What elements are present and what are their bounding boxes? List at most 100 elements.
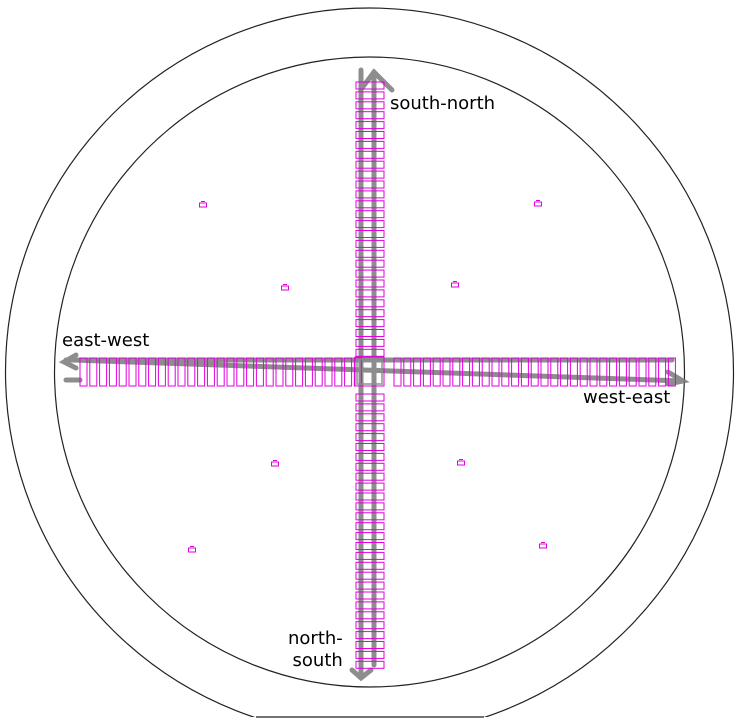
die-horizontal-east bbox=[413, 357, 422, 387]
die-vertical-south bbox=[355, 443, 385, 451]
die-vertical-south bbox=[355, 571, 385, 580]
die-vertical-south bbox=[355, 532, 385, 541]
die-vertical-north bbox=[355, 91, 385, 100]
die-horizontal-east bbox=[432, 357, 441, 387]
die-vertical-south bbox=[355, 581, 385, 590]
marker-die bbox=[457, 459, 465, 466]
west-east-arrow-line bbox=[69, 357, 686, 384]
die-vertical-south bbox=[355, 561, 385, 570]
label-north-south: north- south bbox=[288, 628, 343, 672]
die-horizontal-west bbox=[157, 357, 166, 387]
die-horizontal-west bbox=[304, 357, 313, 387]
die-horizontal-west bbox=[89, 357, 98, 387]
die-vertical-north bbox=[355, 230, 385, 238]
die-horizontal-east bbox=[530, 357, 539, 387]
die-vertical-north bbox=[355, 121, 385, 130]
die-horizontal-east bbox=[403, 357, 412, 387]
die-horizontal-east bbox=[540, 357, 549, 387]
wafer-outer-edge bbox=[5, 7, 734, 717]
die-horizontal-west bbox=[334, 357, 343, 387]
die-horizontal-west bbox=[295, 357, 304, 387]
die-horizontal-west bbox=[206, 357, 215, 387]
die-vertical-north bbox=[355, 269, 385, 278]
die-vertical-south bbox=[355, 601, 385, 610]
die-horizontal-east bbox=[628, 357, 637, 387]
die-vertical-south bbox=[355, 660, 385, 669]
die-horizontal-west bbox=[226, 357, 235, 387]
die-vertical-south bbox=[355, 482, 385, 491]
die-vertical-north bbox=[355, 348, 385, 357]
label-east-west: east-west bbox=[62, 330, 150, 351]
die-horizontal-east bbox=[589, 357, 598, 387]
die-vertical-south bbox=[355, 631, 385, 640]
die-horizontal-east bbox=[393, 357, 402, 387]
east-west-arrowhead bbox=[58, 352, 79, 371]
die-vertical-south bbox=[355, 413, 385, 422]
die-horizontal-east bbox=[579, 357, 588, 387]
scattered-markers bbox=[188, 200, 547, 553]
die-vertical-south bbox=[355, 472, 385, 481]
die-horizontal-west bbox=[265, 357, 274, 387]
die-vertical-north bbox=[355, 200, 385, 209]
die-horizontal-west bbox=[344, 357, 353, 387]
marker-die bbox=[281, 284, 289, 291]
die-vertical-south bbox=[355, 502, 385, 511]
die-vertical-north bbox=[355, 150, 385, 159]
die-vertical-north bbox=[355, 299, 385, 308]
die-vertical-north bbox=[355, 319, 385, 328]
die-vertical-south bbox=[355, 611, 385, 620]
die-horizontal-east bbox=[618, 357, 627, 387]
inner-boundary-circle bbox=[53, 56, 686, 688]
center-die-shadow bbox=[356, 358, 383, 385]
label-south-north: south-north bbox=[390, 93, 496, 114]
die-horizontal-east bbox=[569, 357, 578, 387]
wafer-outline bbox=[5, 7, 734, 718]
die-horizontal-west bbox=[79, 357, 88, 387]
die-horizontal-east bbox=[638, 357, 647, 387]
die-vertical-south bbox=[355, 492, 385, 501]
die-horizontal-west bbox=[255, 357, 264, 387]
die-vertical-south bbox=[355, 462, 385, 471]
die-horizontal-east bbox=[520, 357, 529, 387]
label-north-south-line2: south bbox=[292, 650, 343, 671]
die-horizontal-east bbox=[491, 357, 500, 387]
die-vertical-north bbox=[355, 140, 385, 149]
die-vertical-north bbox=[355, 279, 385, 288]
die-vertical-north bbox=[355, 101, 385, 110]
die-vertical-north bbox=[355, 111, 385, 120]
die-horizontal-east bbox=[560, 357, 569, 387]
die-vertical-north bbox=[355, 329, 385, 337]
marker-die bbox=[539, 542, 547, 549]
die-horizontal-west bbox=[108, 357, 117, 387]
die-vertical-south bbox=[355, 591, 385, 600]
die-horizontal-west bbox=[118, 357, 127, 387]
die-vertical-south bbox=[355, 641, 385, 649]
marker-die bbox=[199, 201, 207, 208]
die-vertical-north bbox=[355, 210, 385, 219]
die-horizontal-east bbox=[599, 357, 608, 387]
marker-die bbox=[451, 281, 459, 288]
die-vertical-south bbox=[355, 542, 385, 550]
die-vertical-north bbox=[355, 81, 385, 90]
marker-die bbox=[271, 460, 279, 467]
die-horizontal-west bbox=[148, 357, 157, 387]
die-horizontal-east bbox=[658, 357, 667, 387]
die-horizontal-east bbox=[481, 357, 490, 387]
die-horizontal-east bbox=[422, 357, 431, 387]
die-horizontal-west bbox=[138, 357, 147, 387]
die-horizontal-west bbox=[216, 357, 225, 387]
die-grid bbox=[79, 81, 676, 669]
die-vertical-north bbox=[355, 338, 385, 347]
die-vertical-south bbox=[355, 403, 385, 412]
die-horizontal-east bbox=[609, 357, 618, 387]
die-horizontal-west bbox=[167, 357, 176, 387]
die-vertical-south bbox=[355, 522, 385, 531]
label-west-east: west-east bbox=[583, 387, 671, 408]
die-horizontal-west bbox=[128, 357, 137, 387]
north-south-arrowhead bbox=[349, 667, 374, 682]
west-east-arrowhead bbox=[665, 369, 690, 387]
die-horizontal-west bbox=[246, 357, 255, 387]
die-vertical-north bbox=[355, 170, 385, 179]
die-vertical-south bbox=[355, 393, 385, 402]
